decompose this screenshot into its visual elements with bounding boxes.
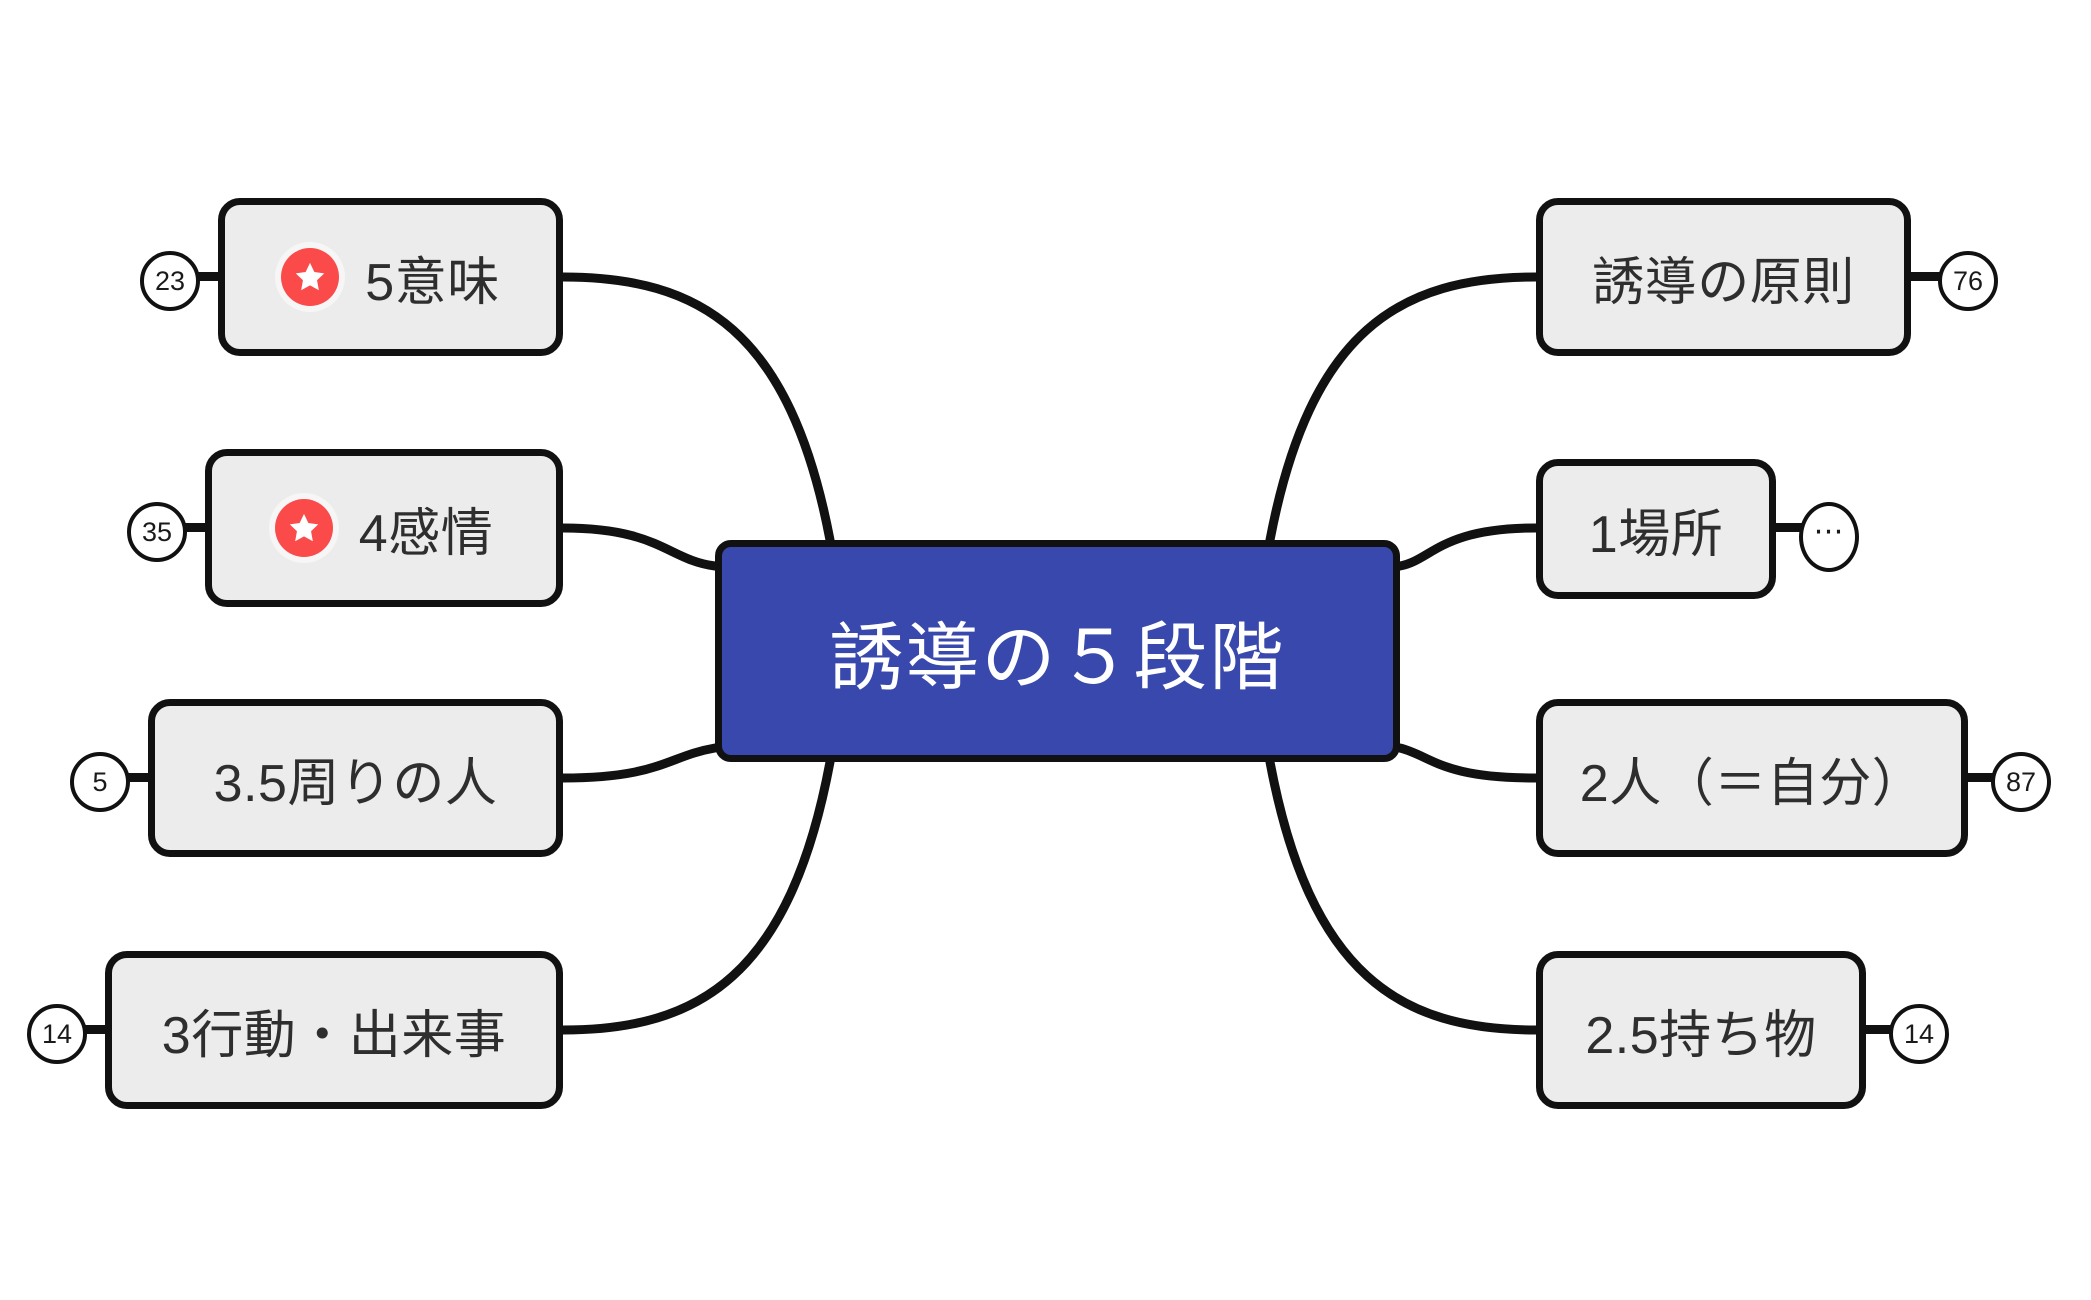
edge-people xyxy=(558,743,720,783)
node-place[interactable]: 1場所 xyxy=(1536,459,1776,599)
node-principle[interactable]: 誘導の原則 xyxy=(1536,198,1911,356)
node-people-label: 3.5周りの人 xyxy=(213,754,498,813)
node-belonging-label: 2.5持ち物 xyxy=(1585,1006,1817,1065)
node-action-label: 3行動・出来事 xyxy=(161,1006,507,1065)
node-meaning-label: 5意味 xyxy=(365,253,500,312)
counter-action[interactable]: 14 xyxy=(27,1004,87,1064)
stub-place xyxy=(1773,523,1803,532)
node-emotion[interactable]: 4感情 xyxy=(205,449,563,607)
edge-action xyxy=(558,757,835,1035)
edge-person xyxy=(1395,743,1541,783)
stub-action xyxy=(75,1025,109,1034)
stub-belonging xyxy=(1863,1025,1893,1034)
stub-person xyxy=(1965,773,1995,782)
node-meaning[interactable]: 5意味 xyxy=(218,198,563,356)
node-principle-label: 誘導の原則 xyxy=(1592,253,1855,312)
stub-emotion xyxy=(175,523,209,532)
star-icon xyxy=(274,499,333,557)
counter-meaning[interactable]: 23 xyxy=(140,251,200,311)
edge-place xyxy=(1395,523,1541,571)
counter-people[interactable]: 5 xyxy=(70,752,130,812)
counter-belonging[interactable]: 14 xyxy=(1889,1004,1949,1064)
counter-principle[interactable]: 76 xyxy=(1938,251,1998,311)
center-node[interactable]: 誘導の５段階 xyxy=(715,540,1400,762)
node-person-label: 2人（＝自分） xyxy=(1579,754,1925,813)
counter-person[interactable]: 87 xyxy=(1991,752,2051,812)
node-person[interactable]: 2人（＝自分） xyxy=(1536,699,1968,857)
edge-belonging xyxy=(1265,757,1541,1035)
stub-meaning xyxy=(188,272,222,281)
node-action[interactable]: 3行動・出来事 xyxy=(105,951,563,1109)
star-icon xyxy=(281,248,340,306)
stub-people xyxy=(118,773,152,782)
node-place-label: 1場所 xyxy=(1588,505,1724,564)
counter-place-more[interactable]: ⋯ xyxy=(1799,502,1859,572)
node-belonging[interactable]: 2.5持ち物 xyxy=(1536,951,1866,1109)
stub-principle xyxy=(1908,272,1942,281)
edge-meaning xyxy=(558,272,835,545)
edge-principle xyxy=(1265,272,1541,545)
center-node-label: 誘導の５段階 xyxy=(829,615,1286,699)
edge-emotion xyxy=(558,523,720,571)
node-emotion-label: 4感情 xyxy=(358,504,494,563)
node-people[interactable]: 3.5周りの人 xyxy=(148,699,563,857)
counter-emotion[interactable]: 35 xyxy=(127,502,187,562)
